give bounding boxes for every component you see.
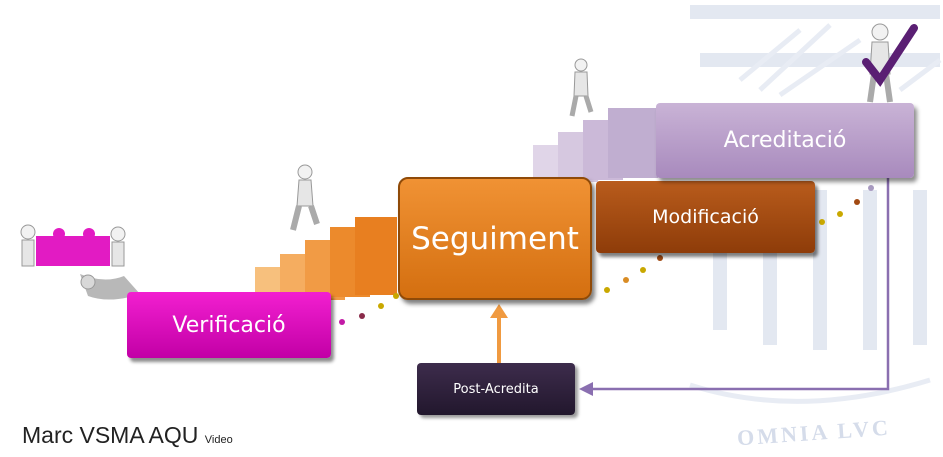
seguiment-label: Seguiment	[411, 220, 579, 257]
dots-verificacio-seguiment	[339, 293, 399, 325]
figure-checkmark-icon	[862, 23, 918, 103]
seguiment-box: Seguiment	[398, 177, 592, 300]
modificacio-box: Modificació	[596, 181, 815, 253]
figure-climbing-orange-icon	[290, 164, 320, 231]
dots-modificacio-acreditacio	[819, 185, 874, 225]
verificacio-box: Verificació	[127, 292, 331, 358]
dots-seguiment-modificacio	[604, 255, 663, 293]
caption: Marc VSMA AQU Video	[22, 422, 233, 449]
modificacio-label: Modificació	[652, 206, 759, 228]
figure-climbing-lavender-icon	[569, 58, 594, 117]
acreditacio-box: Acreditació	[656, 103, 914, 178]
caption-small: Video	[204, 434, 233, 446]
arrow-acreditacio-to-post	[579, 174, 890, 396]
post-acredita-box: Post-Acredita	[417, 363, 575, 415]
post-acredita-label: Post-Acredita	[453, 381, 539, 397]
verificacio-label: Verificació	[172, 312, 286, 338]
caption-main: Marc VSMA AQU	[22, 422, 199, 448]
acreditacio-label: Acreditació	[723, 128, 847, 153]
arrow-post-to-seguiment	[490, 304, 508, 364]
puzzle-figures-illustration	[20, 224, 140, 300]
